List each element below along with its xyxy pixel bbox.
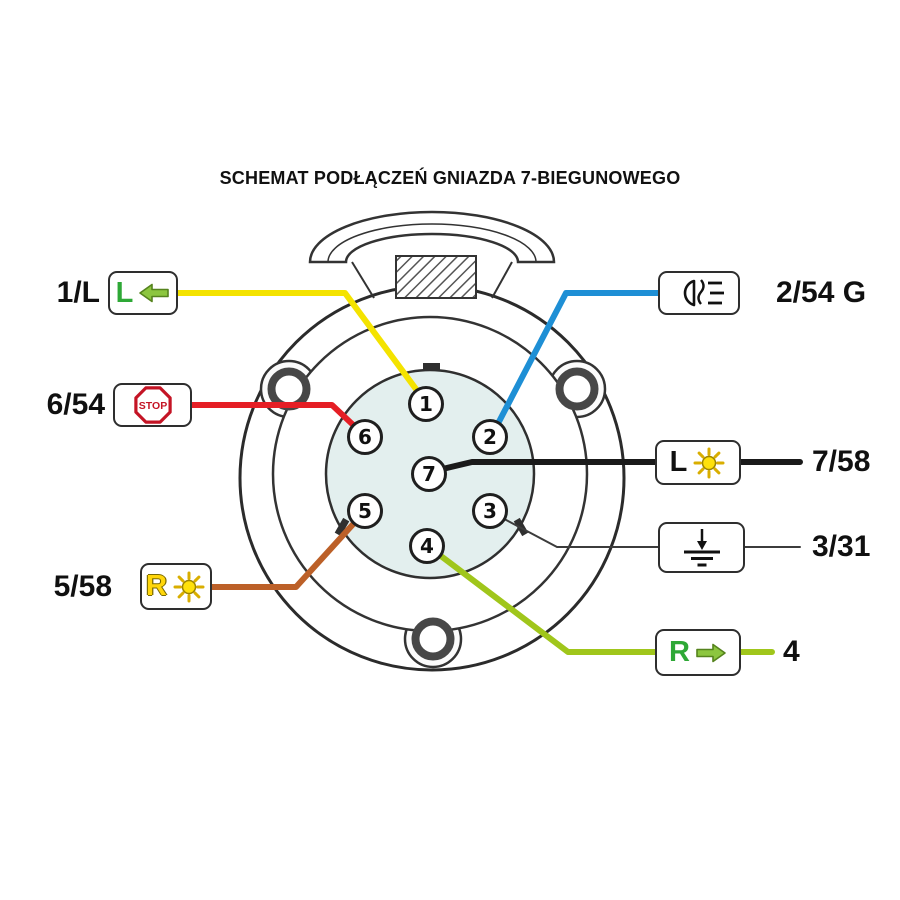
socket-lid <box>308 210 556 264</box>
right-tail-letter: R <box>146 570 167 602</box>
icon-box-stop: STOP <box>113 383 192 427</box>
right-turn-letter: R <box>669 636 690 668</box>
svg-text:1: 1 <box>419 392 433 416</box>
socket-hinge <box>351 255 513 299</box>
wire-fog-pin2 <box>488 290 702 440</box>
svg-text:7: 7 <box>422 462 436 486</box>
pin-7: 7 <box>411 456 447 492</box>
diagram-title: SCHEMAT PODŁĄCZEŃ GNIAZDA 7-BIEGUNOWEGO <box>219 168 681 188</box>
wire-left-turn-pin1 <box>147 290 430 407</box>
bolt-holes <box>267 367 599 661</box>
wire-right-tail-pin5 <box>173 507 369 590</box>
sun-light-icon <box>693 447 725 478</box>
svg-text:STOP: STOP <box>138 400 166 412</box>
icon-box-right-tail: R <box>140 563 212 610</box>
icon-box-fog-lamp <box>658 271 740 315</box>
svg-text:5: 5 <box>358 499 372 523</box>
fog-lamp-icon <box>683 279 724 307</box>
svg-text:4: 4 <box>420 534 434 558</box>
pin-1: 1 <box>408 386 444 422</box>
svg-text:3: 3 <box>483 499 497 523</box>
sun-light-icon <box>173 571 205 602</box>
pin-4: 4 <box>409 528 445 564</box>
pin-3: 3 <box>472 493 508 529</box>
label-pin2: 2/54 G <box>776 276 867 309</box>
pin-6: 6 <box>347 419 383 455</box>
label-pin4: 4 <box>783 635 800 668</box>
label-pin1: 1/L <box>56 276 100 309</box>
ground-symbol-icon <box>683 528 720 566</box>
icon-box-ground <box>658 522 745 573</box>
pin-2: 2 <box>472 419 508 455</box>
svg-text:6: 6 <box>358 425 372 449</box>
icon-box-right-turn: R <box>655 629 741 676</box>
label-pin7: 7/58 <box>812 445 871 478</box>
arrow-right-icon <box>696 643 726 662</box>
socket-pins: 1 2 3 4 5 6 7 <box>347 386 508 564</box>
label-pin6: 6/54 <box>46 388 105 421</box>
stop-sign-icon: STOP <box>133 386 172 424</box>
left-turn-letter: L <box>115 276 134 309</box>
socket-lid-inner-line <box>327 223 537 263</box>
label-pin5: 5/58 <box>53 570 112 603</box>
svg-text:2: 2 <box>483 425 497 449</box>
left-tail-letter: L <box>669 446 688 478</box>
icon-box-left-turn: L <box>108 271 178 315</box>
label-pin3: 3/31 <box>812 530 871 563</box>
icon-box-left-tail: L <box>655 440 741 485</box>
pin-5: 5 <box>347 493 383 529</box>
arrow-left-icon <box>139 283 170 303</box>
